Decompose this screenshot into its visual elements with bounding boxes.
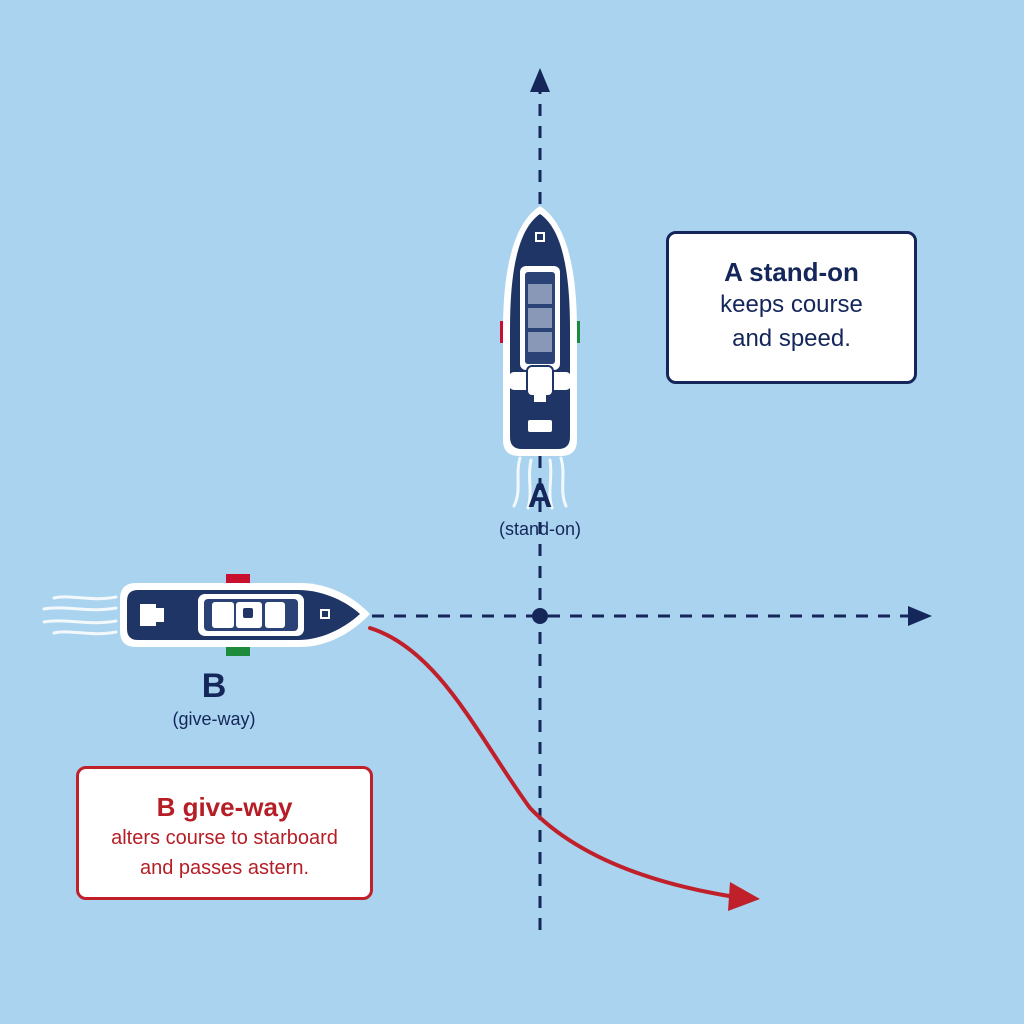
vessel-a-label: A (stand-on) xyxy=(440,478,640,540)
arrow-head-icon-give-way xyxy=(728,882,760,911)
vessel-a-letter: A xyxy=(527,477,553,515)
arrow-head-icon-east xyxy=(908,606,932,626)
starboard-light-b xyxy=(226,646,250,656)
callout-stand-on-line-1: keeps course xyxy=(720,291,863,318)
callout-give-way-title: B give-way xyxy=(156,792,293,822)
callout-stand-on-title: A stand-on xyxy=(724,257,859,287)
vessel-b-icon xyxy=(120,574,370,656)
callout-stand-on-line-2: and speed. xyxy=(732,325,851,352)
port-light-b xyxy=(226,574,250,585)
callout-give-way-line-2: and passes astern. xyxy=(140,857,309,879)
vessel-b-label: B (give-way) xyxy=(114,668,314,730)
vessel-a-role: (stand-on) xyxy=(498,519,582,539)
vessel-b-letter: B xyxy=(201,667,227,705)
callout-stand-on: A stand-on keeps course and speed. xyxy=(666,231,917,384)
crossing-point-dot-icon xyxy=(532,608,548,624)
wake-b xyxy=(42,595,118,636)
vessel-b-role: (give-way) xyxy=(172,709,256,729)
arrow-head-icon-north xyxy=(530,68,550,92)
callout-give-way: B give-way alters course to starboard an… xyxy=(76,766,373,900)
wake-a xyxy=(512,456,568,510)
give-way-path xyxy=(368,626,737,899)
vessel-a-icon xyxy=(500,206,580,456)
callout-give-way-line-1: alters course to starboard xyxy=(111,827,338,849)
